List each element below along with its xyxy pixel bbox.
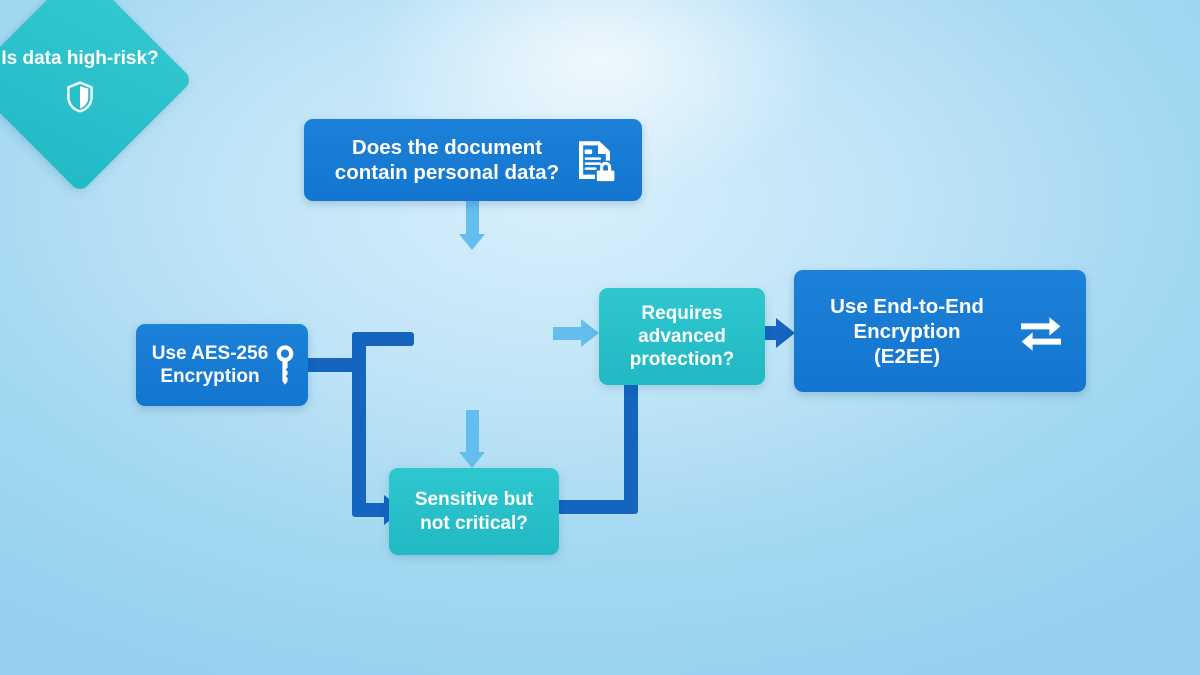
node-is-data-high-risk-label: Is data high-risk?: [1, 48, 159, 70]
node-is-data-high-risk[interactable]: Is data high-risk?: [0, 0, 194, 194]
edge-advanced-to-sensitive-horizontal: [556, 500, 638, 514]
edge-aes-to-high-risk-line: [352, 332, 414, 346]
edge-high-risk-to-sensitive-arrowhead: [459, 452, 485, 468]
node-requires-advanced-protection-label: Requires advanced protection?: [629, 302, 735, 371]
edge-aes-to-sensitive-line: [352, 503, 392, 517]
edge-doc-to-high-risk-arrowhead: [459, 234, 485, 250]
shield-icon: [67, 80, 93, 113]
edge-high-risk-to-sensitive-line: [466, 410, 479, 454]
document-lock-icon: [579, 141, 615, 182]
node-sensitive-not-critical[interactable]: Sensitive but not critical?: [389, 468, 559, 555]
key-icon: [276, 345, 294, 385]
edge-advanced-to-sensitive-vertical: [624, 383, 638, 513]
exchange-arrows-icon: [1021, 317, 1061, 351]
edge-high-risk-to-advanced-line: [553, 327, 583, 340]
node-document-personal-data-label: Does the document contain personal data?: [334, 136, 560, 184]
node-use-e2ee[interactable]: Use End-to-End Encryption (E2EE): [794, 270, 1086, 392]
node-requires-advanced-protection[interactable]: Requires advanced protection?: [599, 288, 765, 385]
edge-aes-trunk-horizontal: [305, 358, 366, 372]
edge-advanced-to-e2ee-arrowhead: [776, 318, 795, 348]
node-use-aes-256[interactable]: Use AES-256 Encryption: [136, 324, 308, 406]
node-use-e2ee-label: Use End-to-End Encryption (E2EE): [830, 294, 984, 368]
node-document-personal-data[interactable]: Does the document contain personal data?: [304, 119, 642, 201]
edge-doc-to-high-risk-line: [466, 200, 479, 236]
edge-high-risk-to-advanced-arrowhead: [581, 319, 599, 347]
node-sensitive-not-critical-label: Sensitive but not critical?: [414, 489, 534, 534]
node-use-aes-256-label: Use AES-256 Encryption: [151, 342, 269, 387]
edge-aes-trunk-vertical: [352, 332, 366, 516]
